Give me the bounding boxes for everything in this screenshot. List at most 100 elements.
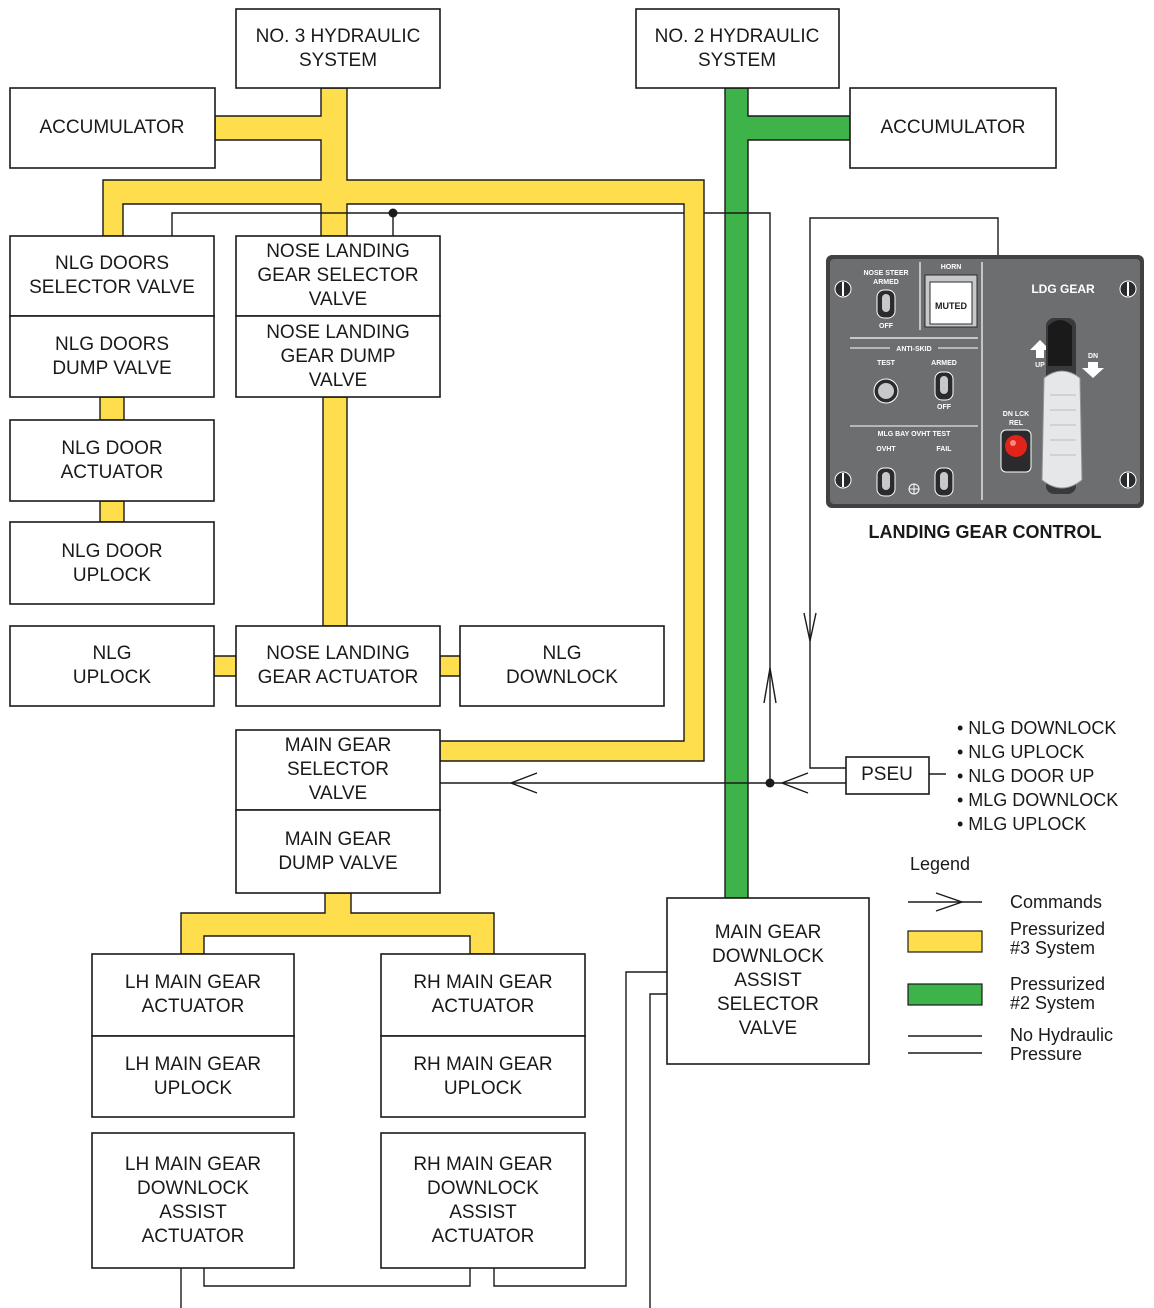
legend-pressurized-2-label: Pressurized#2 System [1010,974,1105,1013]
horn-muted-button[interactable]: MUTED [924,274,978,328]
accumulator-left-box: ACCUMULATOR [9,87,216,169]
muted-label: MUTED [935,301,967,311]
anti-skid-armed-label: ARMED [931,360,957,367]
fail-test-toggle-switch[interactable] [934,467,954,497]
uplock-to-actuator-pipe [213,655,237,677]
horn-label: HORN [941,264,962,271]
fail-label: FAIL [936,446,952,453]
legend-commands: Commands [908,892,1102,912]
junction-dot [765,778,775,788]
up-label: UP [1035,362,1045,369]
anti-skid-test-button[interactable] [873,378,899,404]
legend-pressurized-2: Pressurized#2 System [907,974,1105,1013]
screw-icon [834,471,852,489]
command-lines [171,208,999,1308]
actuator-to-uplock-pipe [99,500,125,523]
box-label: ACCUMULATOR [881,117,1026,138]
nose-dump-to-actuator-pipe [322,396,348,627]
pseu-input-nlg-door-up: • NLG DOOR UP [957,766,1094,786]
legend-pressurized-3: Pressurized#3 System [907,919,1105,958]
landing-gear-control-panel: NOSE STEER ARMED OFF HORN MUTED ANTI-SKI… [826,255,1144,508]
ovht-label: OVHT [876,446,896,453]
actuator-to-downlock-pipe [439,655,461,677]
nose-steer-label: NOSE STEER [863,270,908,277]
pseu-input-list: • NLG DOWNLOCK • NLG UPLOCK • NLG DOOR U… [957,718,1118,834]
pseu-box: PSEU [845,756,930,795]
legend-title: Legend [910,854,970,874]
pseu-input-nlg-uplock: • NLG UPLOCK [957,742,1084,762]
screw-icon [834,280,852,298]
screw-icon [1119,280,1137,298]
main-dump-to-actuators-pipe [180,892,495,955]
nose-steer-toggle-switch[interactable] [876,289,896,319]
screw-icon [1119,471,1137,489]
dn-lck-label: DN LCK [1003,411,1029,418]
up-arrow-icon [1030,340,1050,358]
anti-skid-test-label: TEST [877,360,896,367]
box-label: ACCUMULATOR [40,117,185,138]
box-label: PSEU [861,764,913,785]
pseu-input-nlg-downlock: • NLG DOWNLOCK [957,718,1116,738]
nose-steer-armed-label: ARMED [873,279,899,286]
ovht-test-toggle-switch[interactable] [876,467,896,497]
pseu-input-mlg-uplock: • MLG UPLOCK [957,814,1086,834]
legend-pressurized-3-label: Pressurized#3 System [1010,919,1105,958]
nose-steer-off-label: OFF [879,323,894,330]
junction-dot [388,208,398,218]
dn-lck-rel-button[interactable] [1000,429,1032,473]
crosshair-icon [908,483,920,495]
rel-label: REL [1009,420,1024,427]
mlg-bay-ovht-test-label: MLG BAY OVHT TEST [878,431,951,438]
gear-lever[interactable] [1041,318,1083,494]
accumulator-right-box: ACCUMULATOR [849,87,1057,169]
dn-label: DN [1088,353,1098,360]
legend: Legend Commands Pressurized#3 System Pre… [907,854,1113,1064]
pseu-input-mlg-downlock: • MLG DOWNLOCK [957,790,1118,810]
down-arrow-icon [1082,362,1104,378]
anti-skid-toggle-switch[interactable] [934,371,954,401]
anti-skid-off-label: OFF [937,404,952,411]
legend-commands-label: Commands [1010,892,1102,912]
anti-skid-label: ANTI-SKID [896,346,931,353]
